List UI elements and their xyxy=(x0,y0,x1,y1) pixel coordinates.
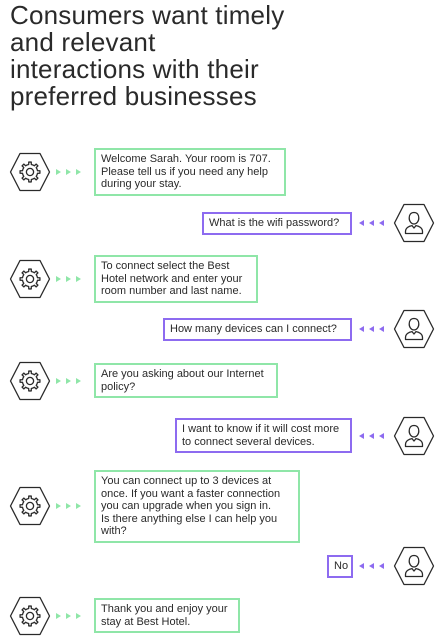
person-icon xyxy=(393,203,435,243)
message-line: I want to know if it will cost more xyxy=(182,423,340,435)
arrow-right-icon xyxy=(54,501,84,511)
person-icon xyxy=(393,546,435,586)
message-line: with? xyxy=(101,525,127,537)
headline-line: preferred businesses xyxy=(10,81,257,111)
headline: Consumers want timely and relevant inter… xyxy=(10,2,310,110)
message-line: Hotel network and enter your xyxy=(101,272,243,285)
headline-line: and relevant xyxy=(10,27,156,57)
message-line: to connect several devices. xyxy=(182,435,315,448)
message-line: No xyxy=(334,560,349,572)
arrow-right-icon xyxy=(54,274,84,284)
message-line: once. If you want a faster connection xyxy=(101,487,281,500)
message-line: How many devices can I connect? xyxy=(170,323,337,335)
person-icon xyxy=(393,309,435,349)
person-icon xyxy=(393,416,435,456)
arrow-left-icon xyxy=(357,431,387,441)
gear-icon xyxy=(9,259,51,299)
message-line: To connect select the Best xyxy=(101,260,230,272)
message-line: Please tell us if you need any help xyxy=(101,165,268,178)
message-line: during your stay. xyxy=(101,178,182,190)
message-line: Is there anything else I can help you xyxy=(101,512,278,525)
message-line: Are you asking about our Internet xyxy=(101,368,264,380)
arrow-right-icon xyxy=(54,167,84,177)
headline-line: interactions with their xyxy=(10,54,259,84)
message-line: room number and last name. xyxy=(101,285,242,297)
message-line: stay at Best Hotel. xyxy=(101,615,191,628)
message-line: What is the wifi password? xyxy=(209,217,340,229)
message-line: Thank you and enjoy your xyxy=(101,603,228,615)
bot-bubble: Welcome Sarah. Your room is 707.Please t… xyxy=(94,148,286,196)
headline-line: Consumers want timely xyxy=(10,0,285,30)
gear-icon xyxy=(9,486,51,526)
arrow-left-icon xyxy=(357,324,387,334)
arrow-right-icon xyxy=(54,611,84,621)
message-line: Welcome Sarah. Your room is 707. xyxy=(101,153,271,165)
arrow-left-icon xyxy=(357,561,387,571)
message-line: You can connect up to 3 devices at xyxy=(101,475,272,487)
message-line: you can upgrade when you sign in. xyxy=(101,500,272,512)
arrow-left-icon xyxy=(357,218,387,228)
message-line: policy? xyxy=(101,380,136,393)
user-bubble: How many devices can I connect? xyxy=(163,318,352,341)
user-bubble: What is the wifi password? xyxy=(202,212,352,235)
gear-icon xyxy=(9,596,51,636)
gear-icon xyxy=(9,152,51,192)
user-bubble: No xyxy=(327,555,353,578)
gear-icon xyxy=(9,361,51,401)
arrow-right-icon xyxy=(54,376,84,386)
